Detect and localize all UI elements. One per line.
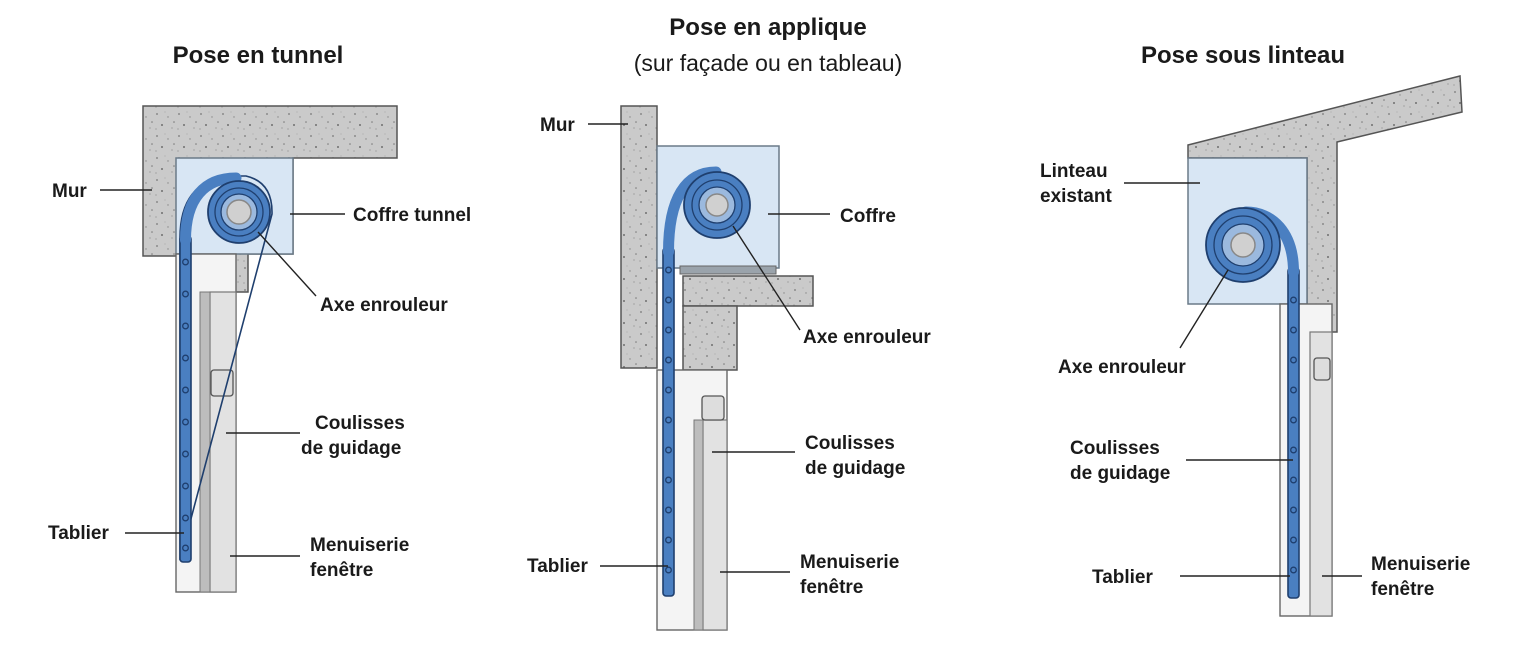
wall bbox=[620, 105, 658, 369]
label-menuiserie-1: Menuiserie bbox=[310, 535, 409, 556]
label-menuiserie-2: fenêtre bbox=[1371, 579, 1434, 600]
apron-slats bbox=[182, 258, 189, 552]
lintel bbox=[682, 275, 814, 307]
label-menuiserie-1: Menuiserie bbox=[1371, 554, 1470, 575]
label-coulisses-1: Coulisses bbox=[315, 413, 405, 434]
label-tablier: Tablier bbox=[1092, 567, 1153, 588]
panel-applique: Pose en applique (sur façade ou en table… bbox=[527, 14, 931, 631]
panel-subtitle: (sur façade ou en tableau) bbox=[634, 50, 903, 76]
label-tablier: Tablier bbox=[527, 556, 588, 577]
label-menuiserie-2: fenêtre bbox=[800, 577, 863, 598]
panel-title: Pose sous linteau bbox=[1141, 42, 1345, 69]
apron-slats bbox=[1290, 296, 1297, 574]
label-axe: Axe enrouleur bbox=[803, 327, 931, 348]
panel-title: Pose en applique bbox=[669, 14, 866, 41]
label-coffre: Coffre tunnel bbox=[353, 205, 471, 226]
rail-clip bbox=[210, 369, 234, 397]
apron bbox=[1287, 267, 1300, 599]
window-joinery bbox=[209, 291, 237, 593]
window-joinery bbox=[702, 419, 728, 631]
guide-rail bbox=[199, 291, 211, 593]
label-mur: Mur bbox=[540, 115, 575, 136]
panel-sous-linteau: Pose sous linteau Linteau bbox=[1040, 42, 1470, 617]
label-mur: Mur bbox=[52, 181, 87, 202]
window-joinery bbox=[1309, 331, 1333, 617]
box-base bbox=[679, 265, 777, 275]
panel-tunnel: Pose en tunnel bbox=[48, 42, 471, 593]
lintel-pier bbox=[682, 305, 738, 371]
label-coulisses-2: de guidage bbox=[301, 438, 401, 459]
label-coulisses-1: Coulisses bbox=[1070, 438, 1160, 459]
apron-slats bbox=[665, 266, 672, 574]
label-axe: Axe enrouleur bbox=[1058, 357, 1186, 378]
label-axe: Axe enrouleur bbox=[320, 295, 448, 316]
roller-axle bbox=[207, 180, 271, 244]
apron bbox=[662, 247, 675, 597]
panel-title: Pose en tunnel bbox=[173, 42, 344, 69]
label-linteau-1: Linteau bbox=[1040, 161, 1108, 182]
rail-clip bbox=[701, 395, 725, 421]
label-coulisses-2: de guidage bbox=[805, 458, 905, 479]
apron bbox=[179, 235, 192, 563]
label-coulisses-2: de guidage bbox=[1070, 463, 1170, 484]
label-menuiserie-1: Menuiserie bbox=[800, 552, 899, 573]
rail-clip bbox=[1313, 357, 1331, 381]
label-coulisses-1: Coulisses bbox=[805, 433, 895, 454]
apron-curve bbox=[180, 172, 242, 246]
label-linteau-2: existant bbox=[1040, 186, 1112, 207]
roller-axle bbox=[1205, 207, 1281, 283]
roller-axle bbox=[683, 171, 751, 239]
guide-rail bbox=[693, 419, 704, 631]
label-coffre: Coffre bbox=[840, 206, 896, 227]
label-tablier: Tablier bbox=[48, 523, 109, 544]
label-menuiserie-2: fenêtre bbox=[310, 560, 373, 581]
